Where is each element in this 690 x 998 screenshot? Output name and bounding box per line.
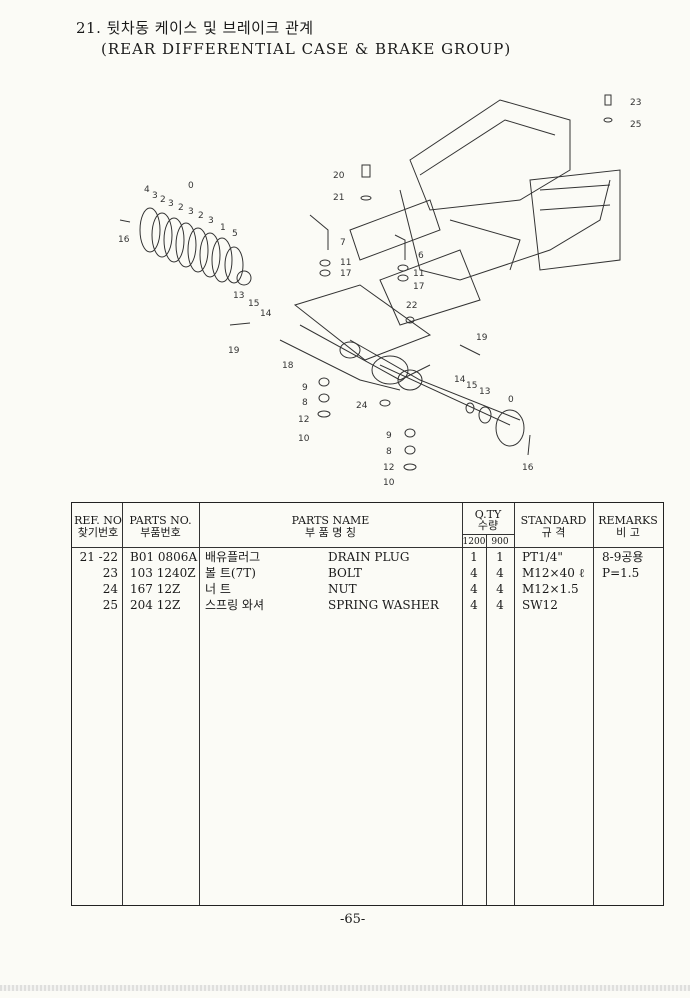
row-standard: SW12 xyxy=(522,598,558,612)
scan-artifact xyxy=(0,985,690,991)
row-qty-900: 4 xyxy=(496,566,504,580)
header-parts-name: PARTS NAME xyxy=(291,514,370,527)
callout-5: 5 xyxy=(232,229,238,239)
row-qty-900: 1 xyxy=(496,550,504,564)
row-name-kr: 배유플러그 xyxy=(205,550,261,564)
row-qty-900: 4 xyxy=(496,582,504,596)
callout-16a: 16 xyxy=(118,235,130,245)
callout-13b: 13 xyxy=(479,387,490,397)
row-ref: 23 xyxy=(102,566,118,580)
brake-disc-pack-left xyxy=(139,207,252,286)
row-qty-1200: 4 xyxy=(470,598,478,612)
callout-14a: 14 xyxy=(260,309,272,319)
row-name-en: NUT xyxy=(328,582,357,596)
fasteners xyxy=(119,94,613,471)
header-parts-no: PARTS NO. xyxy=(129,514,192,527)
callout-2b: 2 xyxy=(178,203,184,213)
header-qty-1200: 1200 xyxy=(462,537,486,547)
callout-16b: 16 xyxy=(522,463,534,473)
header-ref-no: REF. NO xyxy=(74,514,122,527)
callout-9b: 9 xyxy=(386,431,392,441)
callout-3c: 3 xyxy=(188,207,194,217)
callout-8a: 8 xyxy=(302,398,308,408)
callout-0: 0 xyxy=(188,181,194,191)
parts-table: REF. NO 찾기번호 PARTS NO. 부품번호 PARTS NAME 부… xyxy=(71,502,664,906)
callout-2a: 2 xyxy=(160,195,166,205)
header-parts-name-kr: 부 품 명 칭 xyxy=(305,526,356,539)
header-standard: STANDARD xyxy=(520,514,587,527)
row-ref: 24 xyxy=(102,582,118,596)
callout-21: 21 xyxy=(333,193,344,203)
callout-3b: 3 xyxy=(168,199,174,209)
callout-22: 22 xyxy=(406,301,417,311)
page-subtitle: (REAR DIFFERENTIAL CASE & BRAKE GROUP) xyxy=(101,40,512,58)
header-qty-kr: 수량 xyxy=(477,519,499,532)
callout-17a: 17 xyxy=(340,269,351,279)
row-remarks: 8-9공용 xyxy=(602,550,644,564)
row-qty-900: 4 xyxy=(496,598,504,612)
header-qty: Q.TY xyxy=(474,508,502,521)
header-parts-no-kr: 부품번호 xyxy=(140,526,181,539)
row-remarks: P=1.5 xyxy=(602,566,640,580)
row-parts-no: 167 12Z xyxy=(130,582,181,596)
callout-7: 7 xyxy=(340,238,346,248)
callout-15b: 15 xyxy=(466,381,477,391)
row-name-en: SPRING WASHER xyxy=(328,598,439,612)
page-number: -65- xyxy=(340,912,366,927)
callout-11b: 11 xyxy=(413,269,424,279)
row-name-en: BOLT xyxy=(328,566,362,580)
header-ref-no-kr: 찾기번호 xyxy=(77,526,119,539)
callout-3d: 3 xyxy=(208,216,214,226)
row-parts-no: 103 1240Z xyxy=(130,566,196,580)
row-name-kr: 볼 트(7T) xyxy=(205,566,256,580)
callout-14b: 14 xyxy=(454,375,466,385)
callout-25: 25 xyxy=(630,120,641,130)
callout-2c: 2 xyxy=(198,211,204,221)
page-title: 21. 뒷차동 케이스 및 브레이크 관계 xyxy=(76,19,314,37)
callout-20: 20 xyxy=(333,171,345,181)
callout-23: 23 xyxy=(630,98,641,108)
header-qty-900: 900 xyxy=(491,537,509,547)
row-standard: M12×40 ℓ xyxy=(522,566,585,580)
header-standard-kr: 규 격 xyxy=(541,526,566,539)
row-name-kr: 너 트 xyxy=(205,582,231,596)
header-remarks: REMARKS xyxy=(598,514,658,527)
callout-8b: 8 xyxy=(386,447,392,457)
callout-10b: 10 xyxy=(383,478,395,488)
row-qty-1200: 4 xyxy=(470,582,478,596)
row-qty-1200: 1 xyxy=(470,550,478,564)
callout-1: 1 xyxy=(220,223,226,233)
row-standard: PT1/4" xyxy=(522,550,563,564)
row-parts-no: B01 0806A xyxy=(130,550,198,564)
header-remarks-kr: 비 고 xyxy=(616,526,640,539)
row-ref: 25 xyxy=(102,598,118,612)
callout-11a: 11 xyxy=(340,258,351,268)
callout-13a: 13 xyxy=(233,291,244,301)
callout-24: 24 xyxy=(356,401,368,411)
exploded-parts-diagram: 23 25 20 21 0 4 3 2 3 2 3 2 3 1 5 16 7 1… xyxy=(118,94,641,488)
callout-3a: 3 xyxy=(152,191,158,201)
callout-18: 18 xyxy=(282,361,294,371)
row-qty-1200: 4 xyxy=(470,566,478,580)
callout-labels: 23 25 20 21 0 4 3 2 3 2 3 2 3 1 5 16 7 1… xyxy=(118,98,641,488)
row-parts-no: 204 12Z xyxy=(130,598,181,612)
callout-15a: 15 xyxy=(248,299,259,309)
callout-6: 6 xyxy=(418,251,424,261)
callout-12a: 12 xyxy=(298,415,309,425)
callout-19a: 19 xyxy=(228,346,240,356)
callout-12b: 12 xyxy=(383,463,394,473)
axle-drawing xyxy=(279,284,521,426)
callout-9a: 9 xyxy=(302,383,308,393)
row-standard: M12×1.5 xyxy=(522,582,579,596)
callout-4: 4 xyxy=(144,185,150,195)
housing-drawing xyxy=(349,99,621,326)
row-name-en: DRAIN PLUG xyxy=(328,550,410,564)
callout-17b: 17 xyxy=(413,282,424,292)
callout-10a: 10 xyxy=(298,434,310,444)
callout-19b: 19 xyxy=(476,333,488,343)
row-ref: 21 -22 xyxy=(79,550,118,564)
row-name-kr: 스프링 와셔 xyxy=(205,598,265,612)
callout-0b: 0 xyxy=(508,395,514,405)
brake-disc-right xyxy=(465,402,525,447)
